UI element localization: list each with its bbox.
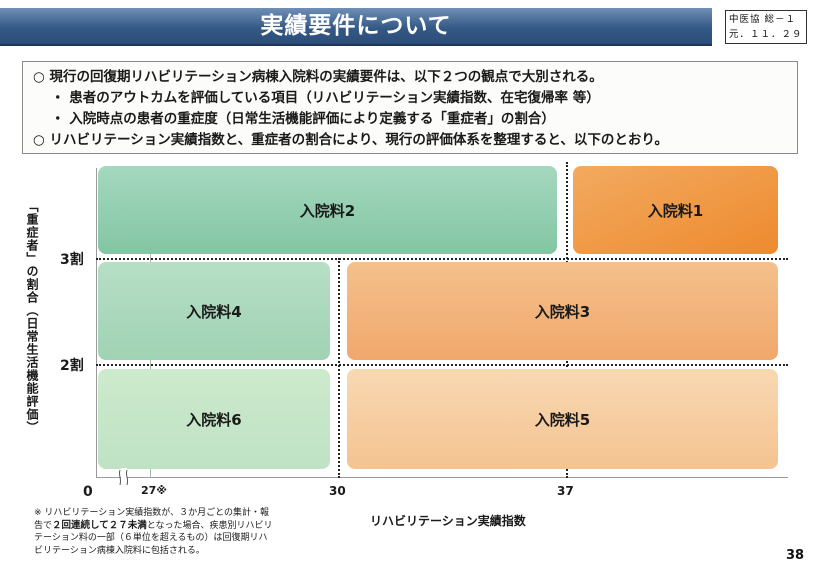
summary-line-2: ・ 患者のアウトカムを評価している項目（リハビリテーション実績指数、在宅復帰率 …	[51, 90, 600, 106]
block-nyuinryo-3: 入院料3	[347, 262, 778, 360]
x-axis-label: リハビリテーション実績指数	[370, 514, 526, 528]
page-title: 実績要件について	[260, 13, 452, 39]
divider-30	[338, 258, 340, 478]
y-tick-30pct: 3割	[60, 252, 84, 268]
footnote: ※ リハビリテーション実績指数が、３か月ごとの集計・報告で２回連続して２７未満と…	[34, 507, 274, 557]
header-bar	[0, 8, 712, 46]
page-number: 38	[786, 548, 805, 563]
block-nyuinryo-5: 入院料5	[347, 369, 778, 469]
x-tick-27: 27※	[141, 484, 168, 497]
block-nyuinryo-2: 入院料2	[98, 166, 557, 254]
block-nyuinryo-6: 入院料6	[98, 369, 330, 469]
divider-20pct	[96, 364, 788, 366]
divider-30pct	[96, 258, 788, 260]
x-axis-line	[96, 477, 788, 478]
y-axis-label: 「重症者」の割合（日常生活機能評価）	[25, 200, 39, 434]
summary-line-4: ○ リハビリテーション実績指数と、重症者の割合により、現行の評価体系を整理すると…	[33, 132, 669, 148]
block-label-2: 入院料2	[299, 201, 356, 220]
axis-break-icon	[118, 468, 129, 486]
summary-line-3: ・ 入院時点の患者の重症度（日常生活機能評価により定義する「重症者」の割合）	[51, 111, 555, 127]
footnote-text-2: となった場合、疾患別リハビリテーション料の一部（６単位を超えるもの）は回復期リハ…	[34, 520, 273, 556]
y-tick-20pct: 2割	[60, 358, 84, 374]
block-label-1: 入院料1	[647, 201, 704, 220]
block-label-4: 入院料4	[186, 302, 242, 321]
block-label-3: 入院料3	[534, 302, 591, 321]
block-nyuinryo-1: 入院料1	[573, 166, 778, 254]
footnote-text-1: リハビリテーション実績指数が、３か月ごとの集計・報告で	[34, 508, 269, 531]
summary-box: ○ 現行の回復期リハビリテーション病棟入院料の実績要件は、以下２つの観点で大別さ…	[22, 61, 798, 154]
x-tick-30: 30	[329, 484, 346, 498]
block-nyuinryo-4: 入院料4	[98, 262, 330, 360]
x-tick-37: 37	[557, 484, 574, 498]
block-label-6: 入院料6	[186, 410, 242, 429]
x-tick-origin: 0	[83, 484, 93, 500]
y-axis-line	[96, 168, 97, 478]
block-label-5: 入院料5	[534, 410, 591, 429]
summary-line-1: ○ 現行の回復期リハビリテーション病棟入院料の実績要件は、以下２つの観点で大別さ…	[33, 69, 603, 85]
doc-ref-line1: 中医協 総－１	[729, 14, 797, 25]
footnote-emphasis: ２回連続して２７未満	[52, 519, 147, 531]
footnote-mark: ※	[34, 508, 42, 518]
doc-ref-line2: 元．１１．２９	[729, 29, 803, 40]
document-reference: 中医協 総－１ 元．１１．２９	[725, 10, 807, 44]
